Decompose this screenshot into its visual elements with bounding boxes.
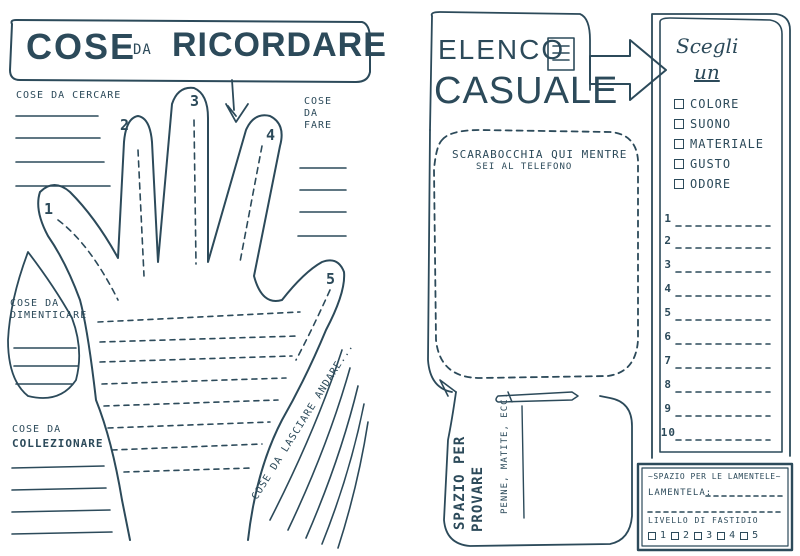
level-checkbox[interactable] [671,531,680,540]
elenco-title-line-2: CASUALE [434,70,619,112]
option-colore[interactable]: COLORE [674,94,764,114]
level-value: 1 [660,530,668,541]
down-arrow [225,79,249,123]
level-checkbox[interactable] [717,531,726,540]
checkbox[interactable] [674,159,684,169]
checkbox[interactable] [674,139,684,149]
right-arrow [589,39,667,101]
complaints-title: ~SPAZIO PER LE LAMENTELE~ [648,472,781,481]
finger-dashes [57,119,331,361]
list-number-5: 5 [664,306,672,319]
fare-lines [297,167,347,237]
elenco-title-line-1: ELENCO [438,34,566,65]
option-label: ODORE [690,177,732,191]
spazio-label-line-1: SPAZIO PER [452,435,468,530]
finger-number-4: 4 [266,126,277,144]
checkbox[interactable] [674,179,684,189]
option-materiale[interactable]: MATERIALE [674,134,764,154]
level-checkbox[interactable] [694,531,703,540]
doodle-label-line-1: SCARABOCCHIA QUI MENTRE [452,148,628,161]
left-title-word-2: DA [133,42,152,58]
level-label: LIVELLO DI FASTIDIO [648,516,759,525]
list-number-9: 9 [664,402,672,415]
lasciare-lines [269,349,369,549]
scegli-title-1: Scegli [676,34,739,58]
level-value: 3 [706,530,714,541]
list-lines [675,225,771,441]
level-checkbox[interactable] [648,531,656,540]
finger-number-5: 5 [326,270,337,288]
options-list: COLORE SUONO MATERIALE GUSTO ODORE [674,94,764,194]
complaints-box [636,462,794,552]
cose-da-cercare-label: COSE DA CERCARE [16,90,122,101]
spazio-sub-label: PENNE, MATITE, ECC. [500,392,510,514]
right-frame [430,11,591,91]
list-number-3: 3 [664,258,672,271]
cose-da-collezionare-label-2: COLLEZIONARE [12,437,104,450]
complaints-label: LAMENTELA: [648,488,713,498]
list-number-7: 7 [664,354,672,367]
list-number-4: 4 [664,282,672,295]
list-number-6: 6 [664,330,672,343]
option-odore[interactable]: ODORE [674,174,764,194]
finger-number-3: 3 [190,92,201,110]
collezionare-lines [11,465,113,535]
list-number-8: 8 [664,378,672,391]
left-title-word-1: COSE [26,26,137,67]
level-value: 4 [729,530,737,541]
list-number-10: 10 [660,426,676,439]
choose-frame [651,13,791,459]
doodle-area [433,129,639,379]
level-value: 5 [752,530,760,541]
level-scale: 1 2 3 4 5 [648,530,759,541]
cose-da-collezionare-label-1: COSE DA [12,424,62,435]
finger-number-1: 1 [44,200,55,218]
option-suono[interactable]: SUONO [674,114,764,134]
cose-da-fare-label: COSE DA FARE [304,96,333,131]
option-label: GUSTO [690,157,732,171]
left-title-word-3: RICORDARE [172,26,387,64]
doodle-label-line-2: SEI AL TELEFONO [476,162,573,172]
dimenticare-shape [7,251,81,399]
list-number-2: 2 [664,234,672,247]
palm-dashes [97,311,301,473]
dimenticare-lines [13,347,79,385]
pen-drawing [495,391,579,403]
finger-number-2: 2 [120,116,131,134]
checkbox[interactable] [674,99,684,109]
level-value: 2 [683,530,691,541]
option-label: SUONO [690,117,732,131]
title-banner [9,19,371,83]
option-label: COLORE [690,97,740,111]
level-checkbox[interactable] [740,531,749,540]
checkbox[interactable] [674,119,684,129]
tryout-bubble [443,391,633,547]
option-gusto[interactable]: GUSTO [674,154,764,174]
option-label: MATERIALE [690,137,765,151]
list-number-1: 1 [664,212,672,225]
cose-da-dimenticare-label: COSE DA DIMENTICARE [10,298,88,321]
list-icon [547,37,575,71]
scegli-title-2: un [694,60,720,84]
cercare-lines [15,115,111,187]
spazio-label-line-2: PROVARE [470,465,486,532]
